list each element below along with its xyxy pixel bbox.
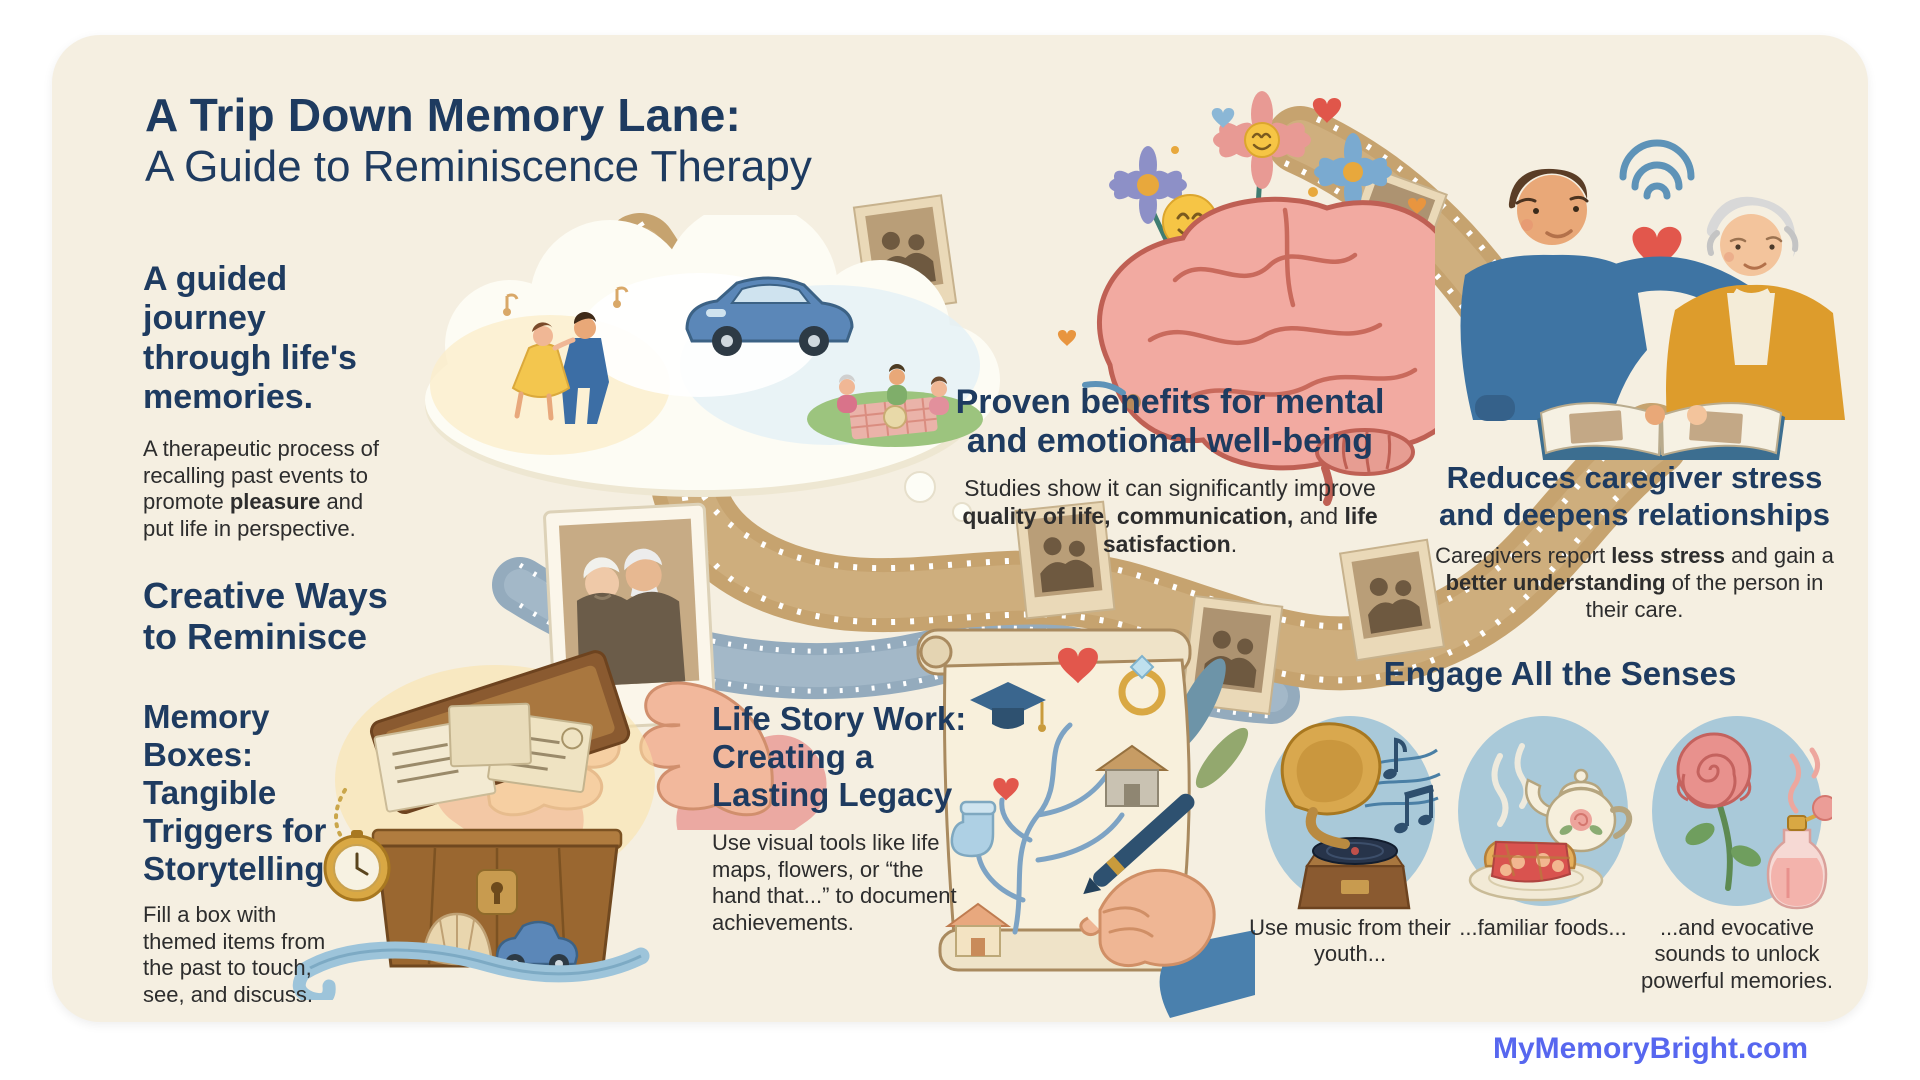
heart-icon: [993, 777, 1019, 801]
caregiver-scene-illustration: [1460, 139, 1845, 460]
sense-caption-music: Use music from their youth...: [1249, 915, 1451, 967]
pie-slice: [1483, 840, 1577, 883]
ribbon-icon: [292, 941, 650, 1000]
title-line1: A Trip Down Memory Lane:: [145, 89, 742, 141]
section-life-story: Life Story Work: Creating a Lasting Lega…: [712, 700, 977, 937]
writing-hand: [1079, 793, 1255, 1018]
guided-journey-heading: A guided journey through life's memories…: [143, 260, 357, 417]
life-story-heading: Life Story Work: Creating a Lasting Lega…: [712, 700, 967, 813]
caregiver-body: Caregivers report less stress and gain a…: [1435, 543, 1834, 622]
elderly-woman: [1666, 196, 1845, 420]
pie-and-teapot-icon: [1458, 716, 1633, 906]
memory-boxes-body: Fill a box with themed items from the pa…: [143, 901, 326, 1008]
vintage-car-icon: [685, 276, 854, 356]
life-story-scroll-illustration: [916, 628, 1255, 1018]
senses-heading: Engage All the Senses: [1383, 655, 1737, 692]
wedding-ring-icon: [1118, 654, 1166, 716]
signal-waves-icon: [1619, 139, 1695, 200]
photo-album-icon: [1537, 402, 1785, 460]
section-caregiver: Reduces caregiver stress and deepens rel…: [1432, 460, 1837, 624]
gramophone-music-icon: [1265, 716, 1441, 910]
brain-flowers-illustration: [1057, 91, 1435, 506]
brain-icon: [1097, 196, 1435, 506]
website-link[interactable]: MyMemoryBright.com: [1492, 1032, 1808, 1065]
section-creative-ways: Creative Ways to Reminisce: [143, 575, 403, 658]
memory-box-illustration: [292, 650, 655, 1000]
caregiver-heading: Reduces caregiver stress and deepens rel…: [1438, 460, 1831, 532]
small-house-icon: [944, 902, 1012, 957]
perfume-bottle: [1766, 795, 1832, 910]
blue-daisy-icon: [1314, 133, 1392, 211]
pocket-watch-icon: [323, 788, 391, 902]
guided-journey-body: A therapeutic process of recalling past …: [143, 435, 380, 542]
benefits-heading: Proven benefits for mental and emotional…: [955, 383, 1385, 461]
section-benefits: Proven benefits for mental and emotional…: [955, 383, 1385, 558]
heart-icon: [1058, 647, 1098, 684]
teapot: [1525, 768, 1633, 853]
life-map-vine: [975, 722, 1125, 935]
house-icon: [1094, 744, 1170, 807]
section-memory-boxes: Memory Boxes: Tangible Triggers for Stor…: [143, 698, 383, 1009]
scroll-paper: [916, 628, 1204, 972]
graduation-cap-icon: [970, 682, 1046, 732]
sense-caption-sounds: ...and evocative sounds to unlock powerf…: [1641, 915, 1833, 993]
rose: [1676, 732, 1761, 891]
baby-sock-icon: [950, 800, 997, 858]
creative-ways-heading: Creative Ways to Reminisce: [143, 575, 388, 658]
heart-icon: [1632, 226, 1682, 271]
family-picnic-icon: [807, 364, 983, 447]
letters-icon: [373, 702, 593, 813]
memory-boxes-heading: Memory Boxes: Tangible Triggers for Stor…: [143, 698, 327, 887]
rose-and-perfume-icon: [1652, 716, 1832, 910]
section-senses: Engage All the Senses: [1370, 655, 1750, 693]
dancing-couple-icon: [503, 286, 629, 424]
keyhole-icon: [476, 869, 518, 915]
page-title: A Trip Down Memory Lane: A Guide to Remi…: [145, 88, 812, 192]
sense-caption-foods: ...familiar foods...: [1459, 915, 1627, 940]
section-guided-journey: A guided journey through life's memories…: [143, 260, 398, 543]
life-story-body: Use visual tools like life maps, flowers…: [712, 829, 957, 936]
purple-daisy-icon: [1109, 146, 1187, 224]
title-line2: A Guide to Reminiscence Therapy: [145, 142, 812, 191]
pink-smiley-daisy-icon: [1213, 91, 1311, 189]
memories-thought-bubble-illustration: [425, 215, 1000, 522]
benefits-body: Studies show it can significantly improv…: [962, 474, 1378, 557]
